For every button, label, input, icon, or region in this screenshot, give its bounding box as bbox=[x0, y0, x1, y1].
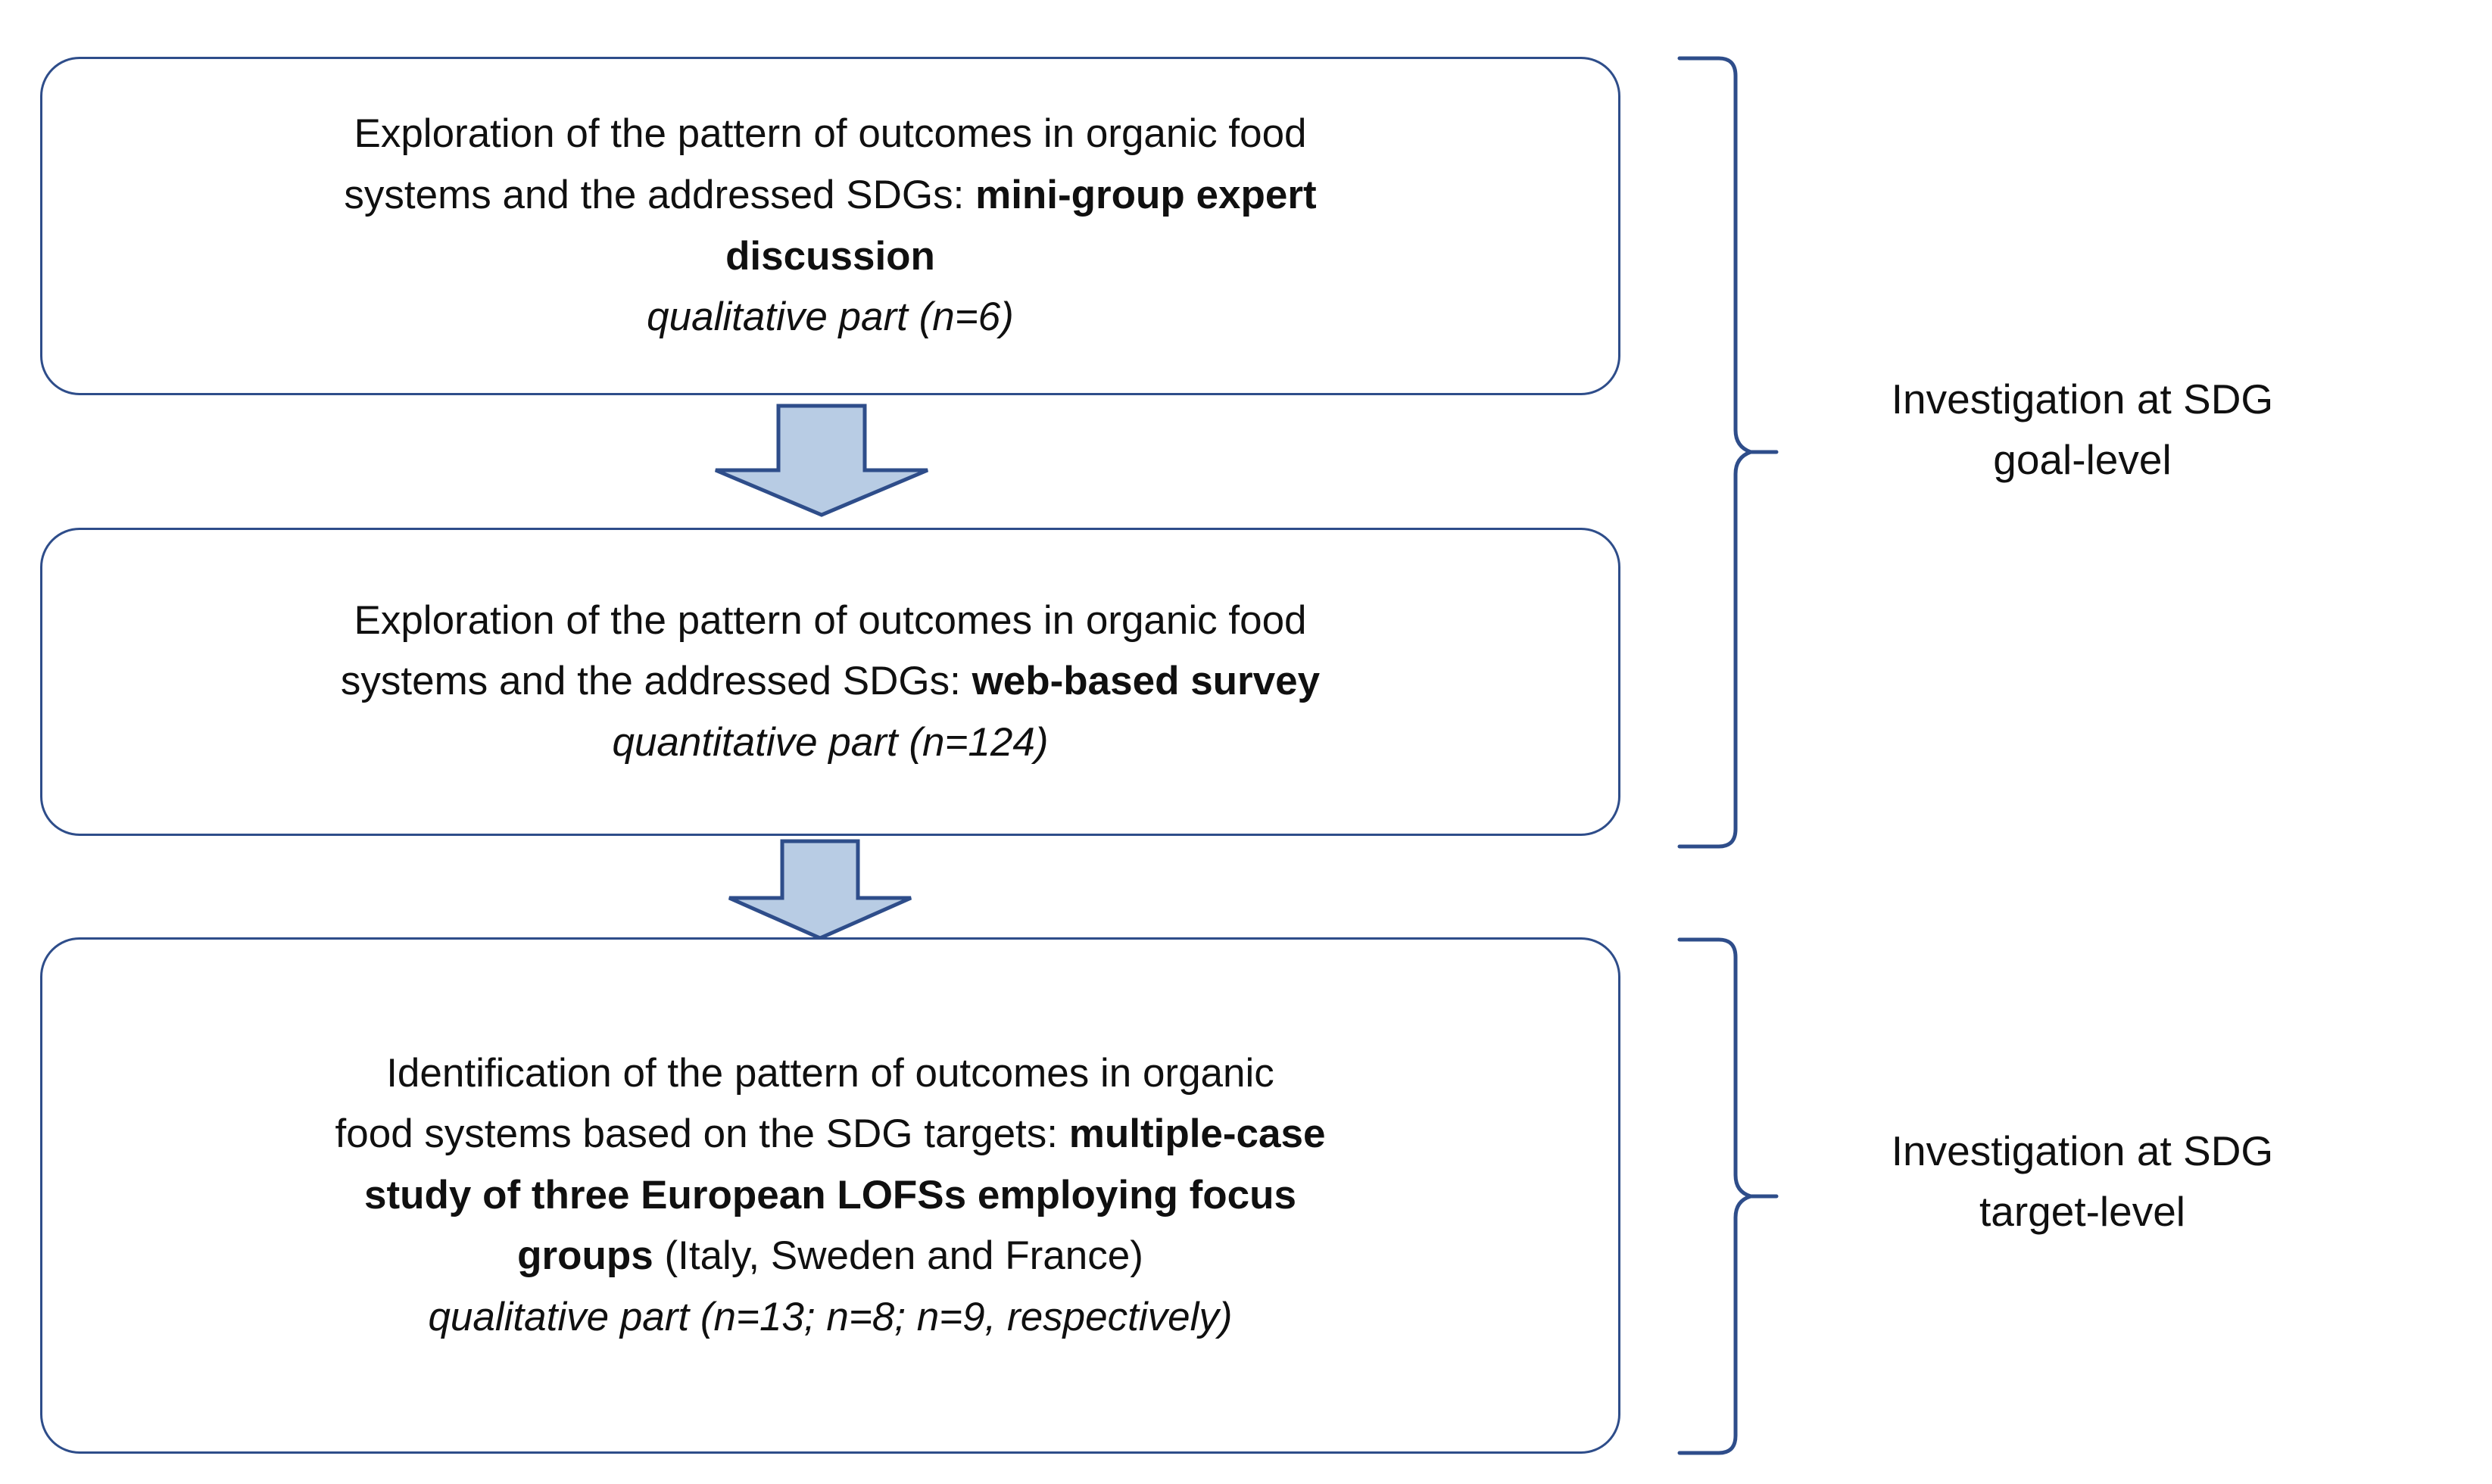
box1-line-2-normal: systems and the addressed SDGs: bbox=[344, 172, 976, 217]
box3-line-3-bold: study of three European LOFSs employing … bbox=[364, 1172, 1296, 1217]
side-label-target-level-line-2: target-level bbox=[1979, 1188, 2186, 1236]
box1-line-2-bold: mini-group expert bbox=[975, 172, 1317, 217]
box3-line-4-bold: groups bbox=[517, 1233, 653, 1279]
brace-goal-level bbox=[1675, 53, 1781, 852]
down-arrow-icon-box1-to-box2 bbox=[712, 404, 931, 517]
box1-line-3-bold: discussion bbox=[725, 233, 935, 279]
box3-line-4: groups (Italy, Sweden and France) bbox=[86, 1226, 1574, 1287]
box3-line-4-normal: (Italy, Sweden and France) bbox=[653, 1233, 1143, 1279]
process-box-quantitative-web-survey: Exploration of the pattern of outcomes i… bbox=[40, 528, 1620, 836]
side-label-target-level: Investigation at SDG target-level bbox=[1757, 1121, 2408, 1242]
down-arrow-icon-box2-to-box3 bbox=[725, 839, 915, 940]
box2-line-1: Exploration of the pattern of outcomes i… bbox=[354, 597, 1307, 643]
box1-line-3: discussion bbox=[86, 226, 1574, 288]
box3-line-2: food systems based on the SDG targets: m… bbox=[86, 1104, 1574, 1165]
process-box-qualitative-expert-discussion: Exploration of the pattern of outcomes i… bbox=[40, 57, 1620, 395]
box3-line-2-bold: multiple-case bbox=[1068, 1111, 1326, 1157]
box2-line-3-italic: quantitative part (n=124) bbox=[612, 719, 1049, 765]
box1-line-4-italic: qualitative part (n=6) bbox=[647, 295, 1014, 340]
side-label-goal-level-line-2: goal-level bbox=[1993, 436, 2172, 484]
box1-line-4: qualitative part (n=6) bbox=[86, 287, 1574, 348]
box3-line-1: Identification of the pattern of outcome… bbox=[386, 1050, 1274, 1096]
box1-line-2: systems and the addressed SDGs: mini-gro… bbox=[86, 165, 1574, 226]
brace-target-level bbox=[1675, 934, 1781, 1458]
box3-line-3: study of three European LOFSs employing … bbox=[86, 1165, 1574, 1227]
box3-line-2-normal: food systems based on the SDG targets: bbox=[335, 1111, 1069, 1157]
box2-line-2: systems and the addressed SDGs: web-base… bbox=[86, 651, 1574, 712]
box3-line-5-italic: qualitative part (n=13; n=8; n=9, respec… bbox=[428, 1294, 1233, 1339]
box2-line-2-normal: systems and the addressed SDGs: bbox=[340, 659, 972, 704]
box3-line-5: qualitative part (n=13; n=8; n=9, respec… bbox=[86, 1287, 1574, 1348]
process-box-multiple-case-study: Identification of the pattern of outcome… bbox=[40, 937, 1620, 1454]
side-label-target-level-line-1: Investigation at SDG bbox=[1891, 1127, 2274, 1174]
side-label-goal-level-line-1: Investigation at SDG bbox=[1891, 376, 2274, 422]
box1-line-1: Exploration of the pattern of outcomes i… bbox=[354, 111, 1307, 157]
box2-line-3: quantitative part (n=124) bbox=[86, 712, 1574, 774]
side-label-goal-level: Investigation at SDG goal-level bbox=[1757, 369, 2408, 491]
box2-line-2-bold: web-based survey bbox=[972, 659, 1321, 704]
